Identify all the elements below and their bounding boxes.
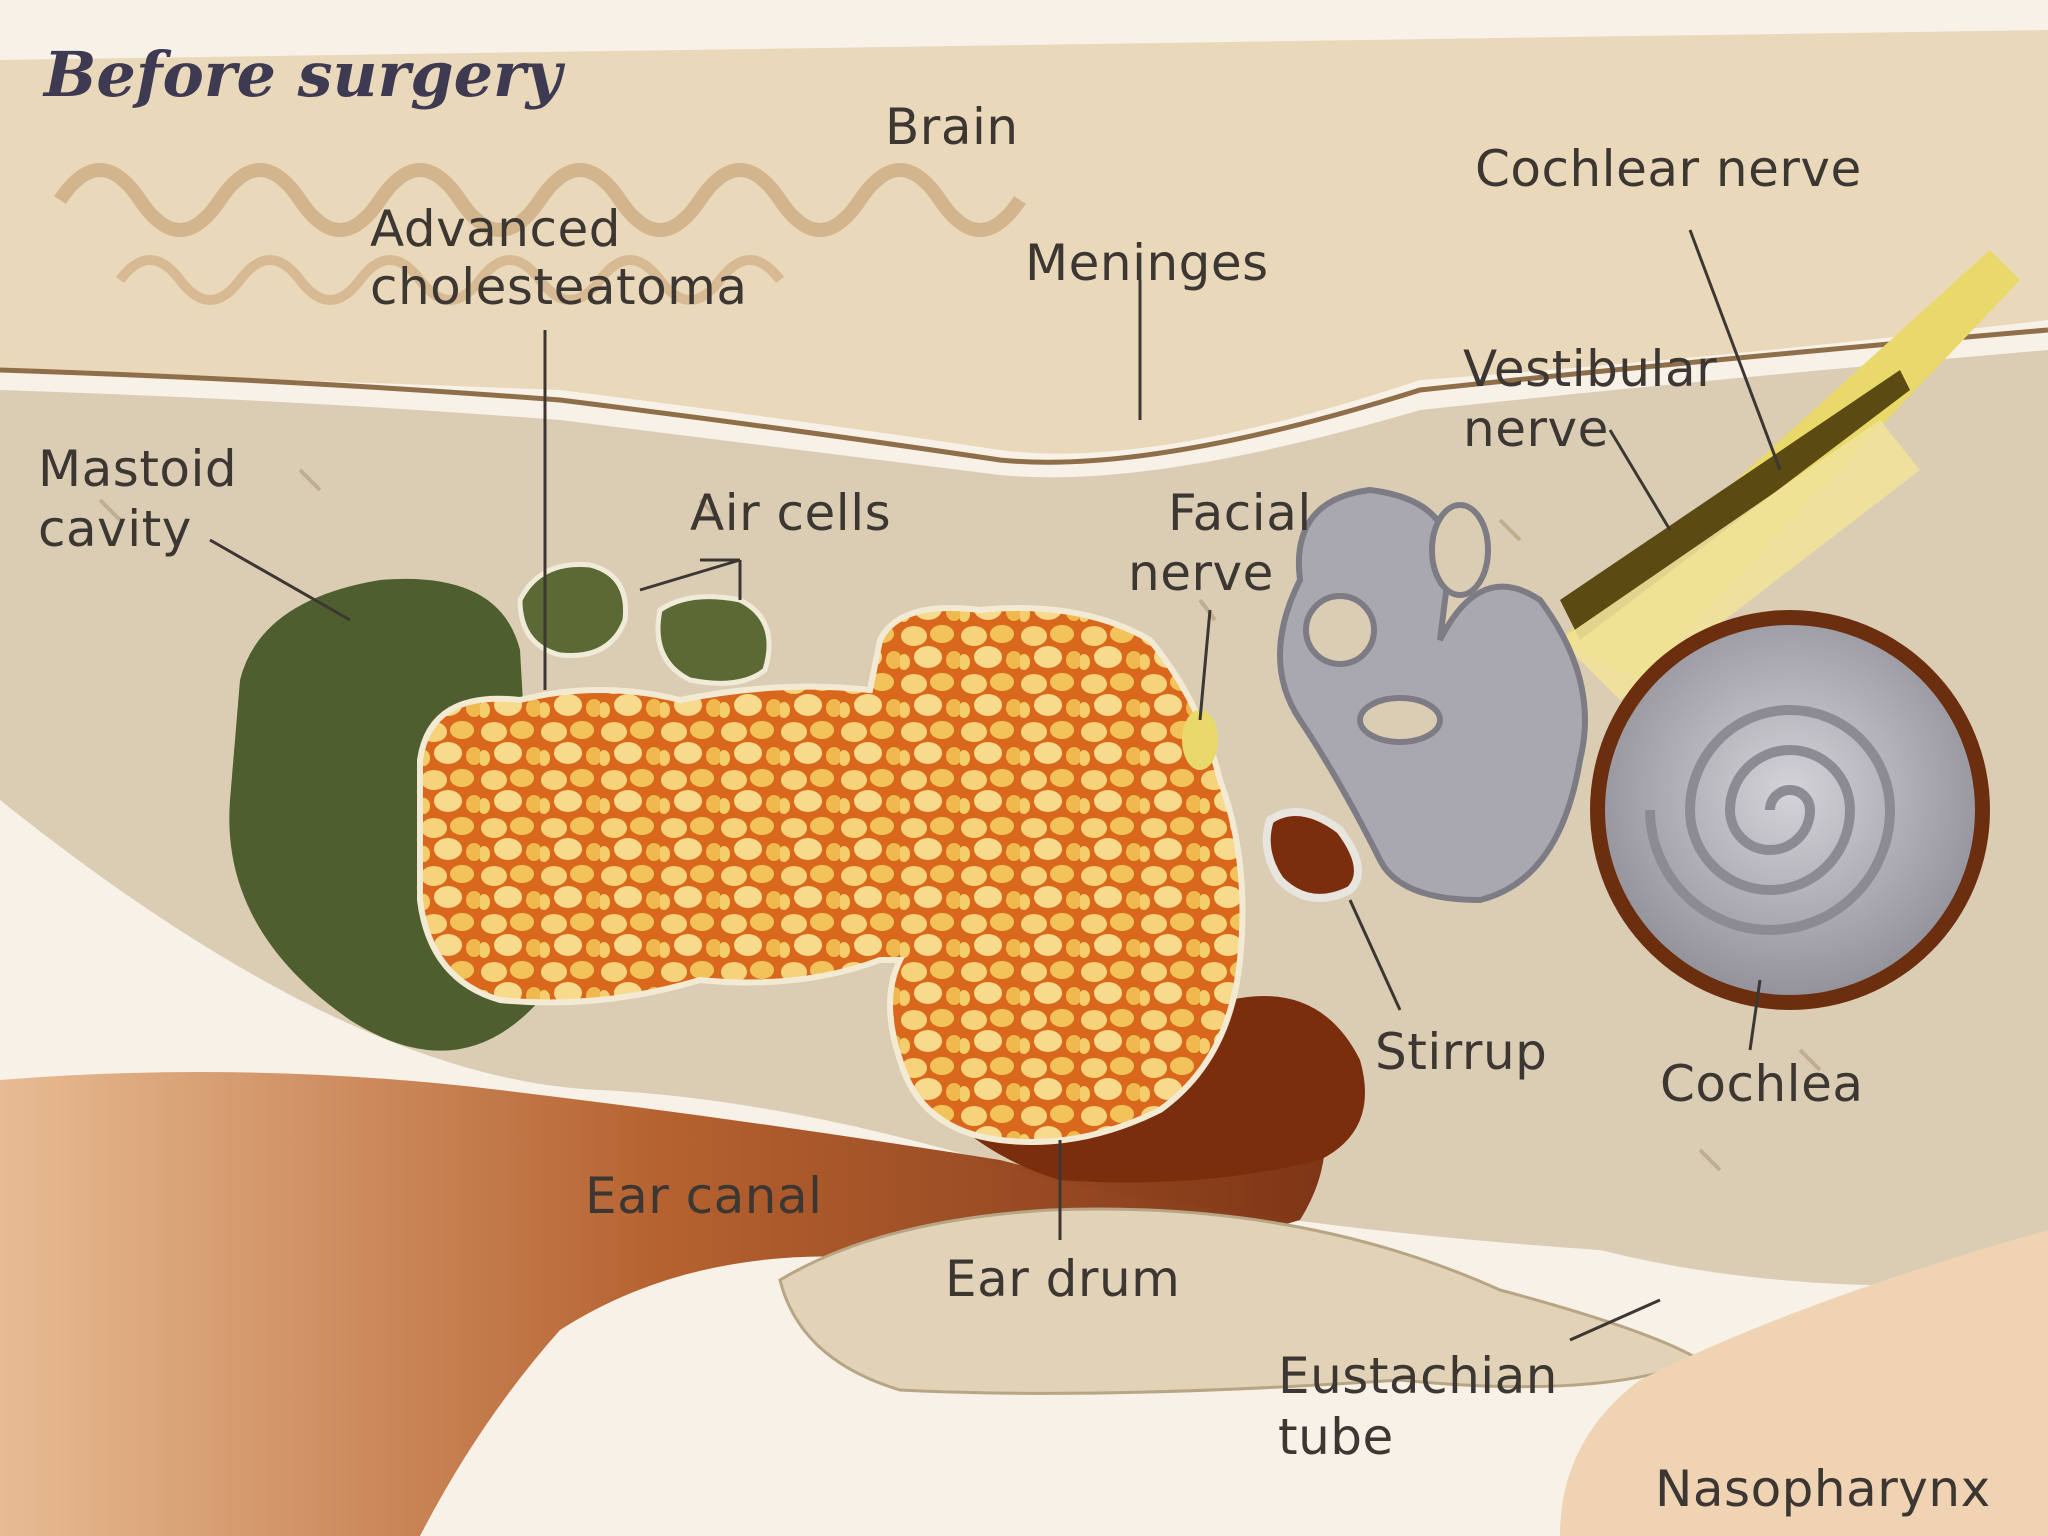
stirrup-shape [1262,808,1362,902]
label-facial-line2: nerve [1128,544,1274,602]
cholesteatoma-mass [417,605,1246,1145]
leader-vestibular-nerve [1608,429,1672,531]
air-cell-2 [655,594,772,686]
nasopharynx-shape [1560,1230,2048,1536]
leader-air-cells [639,558,742,600]
bone-texture [98,468,1822,1172]
diagram-title: Before surgery [44,38,562,111]
air-cell-1 [517,561,629,659]
canal-hole-1 [1303,593,1377,667]
canal-hole-2 [1429,502,1491,598]
leader-cochlear-nerve [1688,229,1782,471]
label-nasopharynx: Nasopharynx [1655,1460,1991,1518]
brain-gyri-2 [116,255,784,305]
leader-stirrup [1348,899,1402,1011]
label-ear-drum: Ear drum [945,1250,1181,1308]
label-meninges: Meninges [1025,234,1269,292]
label-eustachian-line2: tube [1278,1408,1394,1466]
label-stirrup: Stirrup [1375,1023,1548,1081]
label-brain: Brain [885,98,1019,156]
meninges-line [0,327,2048,465]
label-ear-canal: Ear canal [585,1167,823,1225]
leader-eustachian [1569,1298,1661,1342]
leader-cochlea [1748,979,1762,1051]
label-vestibular-line2: nerve [1463,400,1609,458]
label-air-cells: Air cells [690,484,892,542]
canal-hole-3 [1357,695,1443,745]
label-cochlea: Cochlea [1660,1055,1864,1113]
nerve-bundle [1560,420,1920,700]
facial-nerve-shape [1182,710,1218,770]
ear-canal-shape [0,1060,1325,1536]
label-eustachian-line1: Eustachian [1278,1347,1558,1405]
leader-mastoid [209,538,351,622]
label-mastoid-line2: cavity [38,500,192,558]
cochlea-spiral [1645,705,1896,935]
label-cochlear-nerve: Cochlear nerve [1475,140,1862,198]
brain-region [0,30,2048,454]
semicircular-canals [1277,486,1588,904]
label-facial-line1: Facial [1168,484,1312,542]
label-advanced-line2: cholesteatoma [370,258,748,316]
vestibular-nerve-shape [1560,370,1910,640]
brain-gyri [54,163,1026,237]
cochlea-body [1605,625,1975,995]
leader-facial-nerve [1198,609,1212,721]
label-vestibular-line1: Vestibular [1463,340,1718,398]
label-mastoid-line1: Mastoid [38,440,238,498]
leader-lines [209,229,1782,1342]
label-advanced-line1: Advanced [370,200,621,258]
